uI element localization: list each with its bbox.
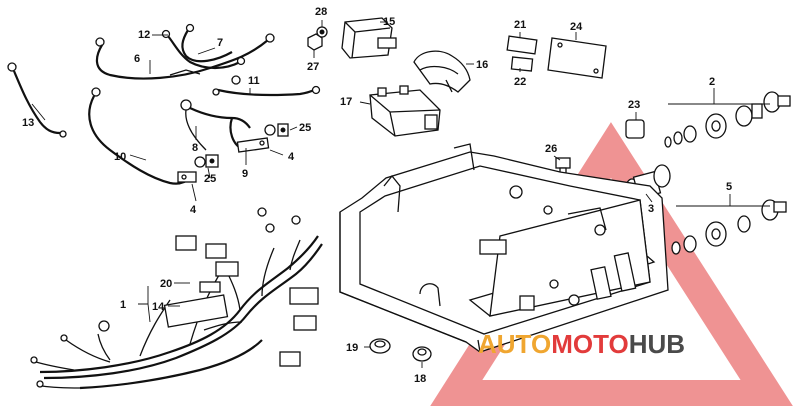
switch-17 (369, 85, 441, 137)
grommet-18 (412, 346, 432, 362)
callout-4a: 4 (288, 151, 295, 163)
grommet-19 (369, 338, 391, 354)
wiring-harness-1 (30, 207, 323, 390)
wire-11 (212, 75, 321, 97)
callout-15: 15 (383, 16, 395, 28)
nut-27 (307, 33, 323, 51)
callout-10: 10 (114, 151, 126, 163)
switch-assembly-5 (671, 199, 787, 255)
callout-12: 12 (138, 29, 150, 41)
callout-16: 16 (476, 59, 488, 71)
wire-8-9 (180, 99, 270, 153)
callout-9: 9 (242, 168, 248, 180)
callout-7: 7 (217, 37, 223, 49)
label-plate-21 (506, 35, 538, 55)
callout-25a: 25 (299, 122, 311, 134)
holder-16 (413, 50, 471, 93)
callout-21: 21 (514, 19, 526, 31)
watermark-logo: AUTOMOTOHUB (478, 329, 685, 359)
callout-28: 28 (315, 6, 327, 18)
leader-lines (31, 20, 770, 368)
callout-17: 17 (340, 96, 352, 108)
callout-8: 8 (192, 142, 198, 154)
callout-11: 11 (248, 75, 260, 87)
callout-24: 24 (570, 21, 583, 33)
callout-1: 1 (120, 299, 126, 311)
label-plate-22 (510, 56, 534, 72)
watermark-auto: AUTO (478, 329, 551, 359)
label-plate-23 (625, 119, 645, 139)
callout-18: 18 (414, 373, 426, 385)
watermark-hub: HUB (629, 329, 685, 359)
callout-23: 23 (628, 99, 640, 111)
wire-group-6-7-12 (95, 23, 275, 80)
callout-5: 5 (726, 181, 732, 193)
callout-25b: 25 (204, 173, 216, 185)
watermark-moto: MOTO (551, 329, 629, 359)
relay-15 (341, 17, 397, 59)
callout-26: 26 (545, 143, 557, 155)
label-plate-24 (547, 37, 607, 79)
callout-20: 20 (160, 278, 172, 290)
bolt-25b (194, 154, 219, 168)
wire-13 (7, 62, 67, 138)
panel-frame (339, 143, 669, 353)
callout-4b: 4 (190, 204, 197, 216)
callout-6: 6 (134, 53, 140, 65)
wire-10 (88, 87, 197, 185)
callout-labels: 1 2 3 4 4 5 6 7 8 9 10 11 12 13 14 15 16… (22, 6, 732, 385)
callout-14: 14 (152, 301, 165, 313)
switch-assembly-2 (664, 91, 791, 148)
watermark-text: AUTOMOTOHUB (478, 329, 685, 359)
callout-19: 19 (346, 342, 358, 354)
callout-13: 13 (22, 117, 34, 129)
callout-3: 3 (648, 203, 654, 215)
bolt-25a (264, 123, 289, 137)
callout-2: 2 (709, 76, 715, 88)
callout-22: 22 (514, 76, 526, 88)
callout-27: 27 (307, 61, 319, 73)
